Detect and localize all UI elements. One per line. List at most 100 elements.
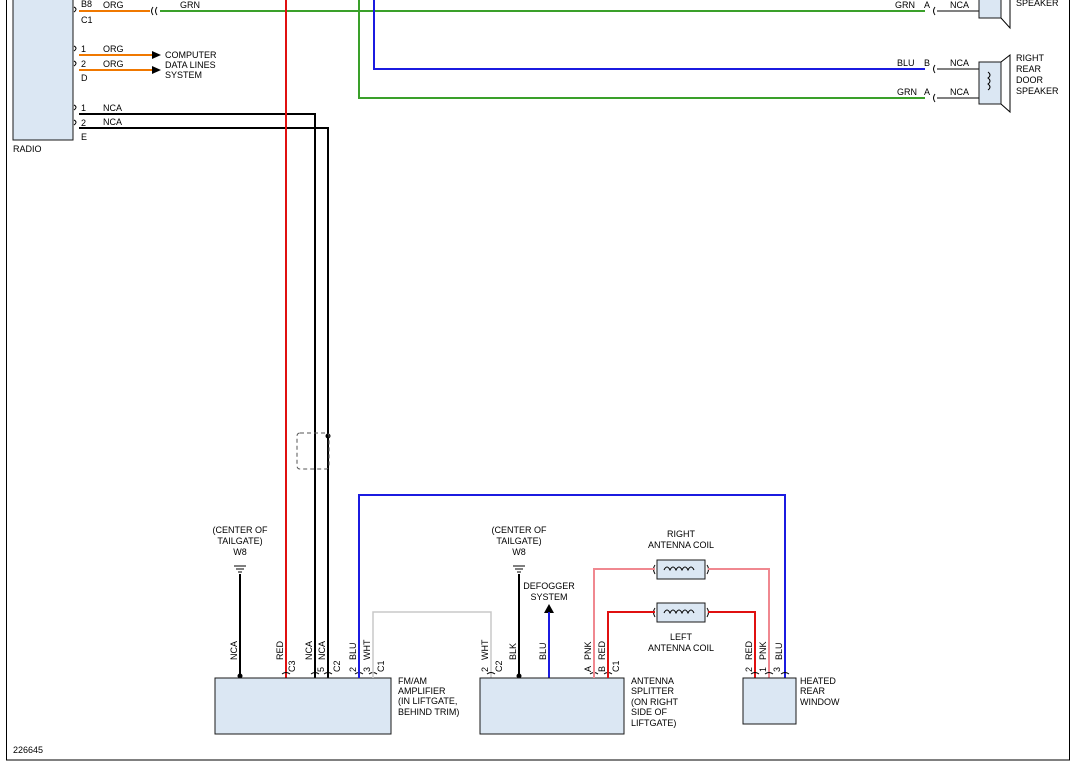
- amplifier-box: [214, 677, 392, 735]
- radio: RADIO B8 C1 1 2 D 1 2 E: [12, 0, 93, 154]
- wire-red-left-coil-right: [708, 611, 756, 678]
- right-speaker-pin-b: B: [924, 58, 930, 68]
- splitter-wire-label-wht: WHT: [480, 639, 490, 660]
- radio-pin-e: E: [81, 132, 87, 142]
- amp-wire-label-nca-1: NCA: [229, 641, 239, 660]
- radio-label: RADIO: [13, 144, 42, 154]
- amplifier-label-3: (IN LIFTGATE,: [398, 696, 457, 706]
- defogger-system: DEFOGGER SYSTEM: [523, 581, 575, 678]
- amp-wire-label-red: RED: [275, 640, 285, 660]
- ground-1-label-3: W8: [233, 547, 247, 557]
- wire-wht-amp-splitter: [372, 611, 492, 678]
- figure-id: 226645: [13, 745, 43, 755]
- antenna-splitter: ANTENNA SPLITTER (ON RIGHT SIDE OF LIFTG…: [479, 639, 678, 735]
- heated-window-box: [742, 677, 797, 725]
- window-pin-3: 3: [772, 667, 782, 672]
- wire-label-nca-speaker-b: NCA: [950, 58, 969, 68]
- window-wire-label-red: RED: [744, 640, 754, 660]
- ground-2: (CENTER OF TAILGATE) W8: [492, 525, 547, 679]
- splitter-wire-label-red: RED: [597, 640, 607, 660]
- amp-pin-2: 2: [348, 667, 358, 672]
- wire-label-grn-speaker: GRN: [897, 87, 917, 97]
- right-coil-label-2: ANTENNA COIL: [648, 540, 714, 550]
- heated-window-label-1: HEATED: [800, 676, 836, 686]
- wire-red-left-coil-left: [607, 611, 655, 678]
- amp-pin-c2: C2: [332, 660, 342, 672]
- splitter-label-3: (ON RIGHT: [631, 697, 678, 707]
- wire-label-org-d1: ORG: [103, 44, 124, 54]
- amp-wire-label-nca-2: NCA: [304, 641, 314, 660]
- wire-label-org-d2: ORG: [103, 59, 124, 69]
- wire-label-nca-speaker-top: NCA: [950, 0, 969, 10]
- right-antenna-coil: RIGHT ANTENNA COIL: [648, 529, 714, 580]
- wire-label-nca-e2: NCA: [103, 117, 122, 127]
- window-wire-label-pnk: PNK: [758, 641, 768, 660]
- splitter-wire-label-blu: BLU: [538, 642, 548, 660]
- shield-dashed: [296, 432, 330, 470]
- wire-label-blu-speaker: BLU: [897, 58, 915, 68]
- ground-1-icon: [234, 565, 246, 573]
- left-coil-label-2: ANTENNA COIL: [648, 643, 714, 653]
- heated-window-label-2: REAR: [800, 686, 826, 696]
- amp-pin-c1: C1: [376, 660, 386, 672]
- splitter-pin-c2: C2: [494, 660, 504, 672]
- radio-pin-d1: 1: [81, 44, 86, 54]
- amp-pin-5: 5: [316, 667, 326, 672]
- defogger-label-2: SYSTEM: [530, 592, 567, 602]
- speaker-top-pin-a: A: [924, 0, 930, 10]
- amp-wire-label-blu: BLU: [348, 642, 358, 660]
- wire-nca-e1: [79, 113, 316, 678]
- splitter-pin-b: B: [597, 666, 607, 672]
- radio-connector-brackets: [73, 6, 77, 126]
- computer-data-label-2: DATA LINES: [165, 60, 216, 70]
- arrow-defogger-icon: [544, 604, 554, 613]
- radio-pin-c1: C1: [81, 15, 93, 25]
- radio-pin-b8: B8: [81, 0, 92, 9]
- right-rear-speaker: RIGHT REAR DOOR SPEAKER: [978, 53, 1059, 114]
- right-rear-speaker-label-1: RIGHT: [1016, 53, 1045, 63]
- speaker-top-connector: [933, 6, 936, 16]
- speaker-top-box: [978, 0, 1002, 19]
- right-speaker-pin-a: A: [924, 87, 930, 97]
- fm-am-amplifier: FM/AM AMPLIFIER (IN LIFTGATE, BEHIND TRI…: [214, 639, 459, 735]
- arrow-computer-data-lines-icon: [152, 51, 161, 74]
- ground-2-icon: [513, 565, 525, 573]
- right-rear-speaker-label-3: DOOR: [1016, 75, 1044, 85]
- radio-pin-d: D: [81, 73, 88, 83]
- ground-1-dot: [237, 673, 243, 679]
- splitter-label-5: LIFTGATE): [631, 718, 676, 728]
- right-coil-label-1: RIGHT: [667, 529, 696, 539]
- window-pin-1: 1: [758, 667, 768, 672]
- right-coil-icon: [663, 566, 695, 572]
- wire-pnk-right-coil-left: [593, 568, 655, 678]
- left-antenna-coil: LEFT ANTENNA COIL: [648, 602, 714, 653]
- defogger-label-1: DEFOGGER: [523, 581, 575, 591]
- amp-pin-3: 3: [362, 667, 372, 672]
- window-wire-label-blu: BLU: [774, 642, 784, 660]
- radio-box: [12, 0, 74, 141]
- splitter-pin-a: A: [583, 666, 593, 672]
- amp-wire-label-wht: WHT: [362, 639, 372, 660]
- wire-label-org-b8: ORG: [103, 0, 124, 10]
- wire-label-nca-e1: NCA: [103, 103, 122, 113]
- right-rear-speaker-box: [978, 61, 1002, 105]
- amp-connector-brackets: [281, 672, 378, 675]
- wire-blu-amp-window: [358, 494, 786, 678]
- splitter-label-2: SPLITTER: [631, 686, 675, 696]
- speaker-top: SPEAKER: [978, 0, 1059, 30]
- radio-pin-e1: 1: [81, 103, 86, 113]
- wire-grn-right-speaker: [358, 0, 925, 99]
- radio-pin-d2: 2: [81, 59, 86, 69]
- ground-2-label-3: W8: [512, 547, 526, 557]
- right-coil-box: [656, 559, 706, 580]
- right-rear-speaker-label-2: REAR: [1016, 64, 1042, 74]
- wire-pnk-right-coil-right: [708, 568, 770, 678]
- splitter-pin-c1: C1: [611, 660, 621, 672]
- ground-1-label-2: TAILGATE): [217, 536, 262, 546]
- splitter-wire-label-pnk: PNK: [583, 641, 593, 660]
- splitter-box: [479, 677, 625, 735]
- inline-connector-c1: [151, 6, 158, 16]
- wire-blu-right-speaker: [373, 0, 925, 70]
- radio-pin-e2: 2: [81, 118, 86, 128]
